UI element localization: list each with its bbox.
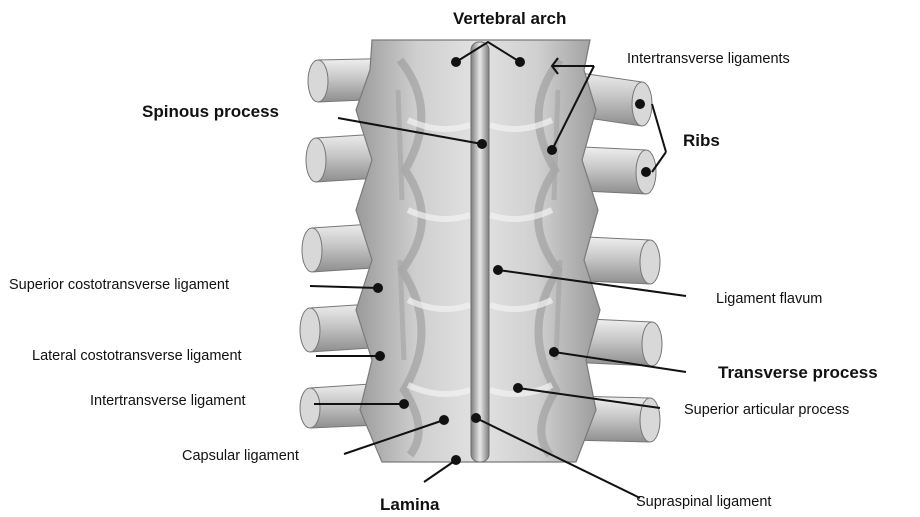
label-supraspinal-ligament: Supraspinal ligament: [636, 494, 771, 510]
label-transverse-process: Transverse process: [718, 363, 878, 382]
dot-ribs-lower: [641, 167, 651, 177]
label-capsular-ligament: Capsular ligament: [182, 448, 299, 464]
dot-vertebral-arch-left: [451, 57, 461, 67]
label-intertransverse-ligaments: Intertransverse ligaments: [627, 51, 790, 67]
dot-lamina: [451, 455, 461, 465]
vertebral-column: [356, 40, 600, 462]
dot-vertebral-arch-right: [515, 57, 525, 67]
label-ribs: Ribs: [683, 131, 720, 150]
dot-intertransverse-ligament: [399, 399, 409, 409]
dot-intertransverse-ligaments: [547, 145, 557, 155]
dot-lateral-costotransverse-ligament: [375, 351, 385, 361]
dot-superior-costotransverse-ligament: [373, 283, 383, 293]
dot-ribs-upper: [635, 99, 645, 109]
label-vertebral-arch: Vertebral arch: [453, 9, 566, 28]
dot-superior-articular-process: [513, 383, 523, 393]
dot-transverse-process: [549, 347, 559, 357]
label-superior-articular-process: Superior articular process: [684, 402, 849, 418]
dot-supraspinal-ligament: [471, 413, 481, 423]
dot-spinous-process: [477, 139, 487, 149]
label-lateral-costotransverse-ligament: Lateral costotransverse ligament: [32, 348, 242, 364]
label-superior-costotransverse-ligament: Superior costotransverse ligament: [9, 277, 229, 293]
label-lamina: Lamina: [380, 495, 440, 514]
label-spinous-process: Spinous process: [142, 102, 279, 121]
label-ligament-flavum: Ligament flavum: [716, 291, 822, 307]
dot-ligament-flavum: [493, 265, 503, 275]
leader-lamina: [424, 460, 456, 482]
label-intertransverse-ligament: Intertransverse ligament: [90, 393, 246, 409]
dot-capsular-ligament: [439, 415, 449, 425]
